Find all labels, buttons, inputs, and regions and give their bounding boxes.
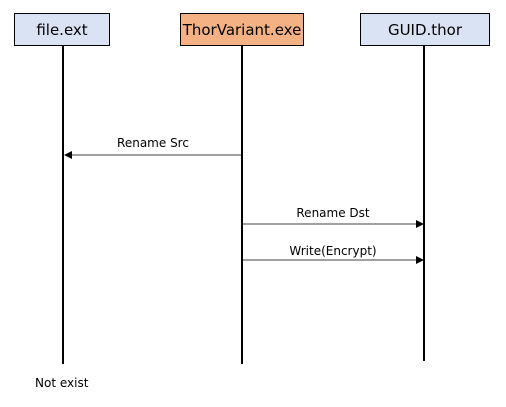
actor-thorvariant-exe: ThorVariant.exe — [180, 13, 304, 46]
actor-thorvariant-exe-label: ThorVariant.exe — [182, 20, 302, 39]
actor-file-ext-label: file.ext — [36, 20, 88, 39]
note-not-exist: Not exist — [35, 376, 89, 390]
message-label-write-encrypt: Write(Encrypt) — [289, 244, 377, 258]
actor-guid-thor-label: GUID.thor — [387, 20, 463, 39]
message-label-rename-dst: Rename Dst — [296, 206, 370, 220]
actor-guid-thor: GUID.thor — [360, 13, 490, 46]
message-label-rename-src: Rename Src — [117, 136, 189, 150]
actor-file-ext: file.ext — [14, 13, 110, 46]
